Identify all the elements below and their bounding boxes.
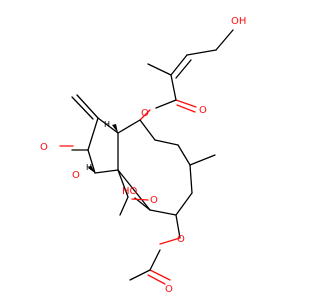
bond-r8 (154, 139, 179, 146)
bond-carbonyl-o-2 (176, 104, 196, 113)
bond-r11 (189, 164, 193, 194)
bond-c-carbonyl (170, 74, 177, 101)
bond-r13 (149, 209, 177, 216)
stereo-wedge-upper (112, 124, 118, 133)
bond-acetate1-o (131, 198, 149, 201)
bond-acetyl-co-double (147, 274, 166, 285)
bond-r4 (87, 149, 96, 174)
stereo-h-lower: H (86, 163, 92, 172)
bond-acetyl-c (149, 249, 161, 271)
bond-r2 (97, 117, 119, 134)
atom-label-ester-o: O (141, 108, 149, 119)
ring-system (59, 94, 216, 285)
bond-acetate1-methyl (119, 196, 129, 216)
bond-r12 (175, 192, 193, 216)
stereo-wedge-lower (88, 165, 95, 173)
bond-ch2-oh-mid (134, 197, 151, 211)
bond-ester-o-ring (139, 109, 151, 121)
bond-ch2-ch (186, 49, 217, 56)
bond-c-ester-o (155, 99, 177, 109)
atom-label-acetate1-o: O (150, 195, 158, 206)
bond-r14 (117, 169, 151, 211)
bond-acetyl-methyl (129, 269, 151, 281)
molecule-structure-diagram: OH O O O O HO O O O H H (40, 16, 246, 295)
atom-label-lactone-carbonyl-o: O (40, 142, 48, 153)
atom-label-ester-carbonyl-o: O (199, 105, 207, 116)
bond-r5 (94, 169, 119, 174)
bond-exo-2 (71, 96, 94, 120)
bond-r9 (177, 144, 191, 166)
bond-exo-1 (76, 94, 99, 119)
butenoate-side-chain (139, 29, 234, 121)
bond-oac-o (159, 237, 181, 245)
atom-label-ho-mid: HO (122, 186, 138, 197)
bond-acetate1 (117, 169, 129, 198)
bond-double-1 (170, 54, 188, 76)
atom-label-oh-top: OH (231, 16, 246, 27)
bond-carbonyl-o-1 (175, 99, 197, 108)
bond-r1 (117, 119, 141, 134)
bond-r7 (139, 119, 156, 141)
bond-double-2 (175, 59, 192, 79)
atom-label-lactone-ring-o: O (72, 170, 80, 181)
bond-r10 (189, 154, 216, 166)
bond-methyl (147, 63, 172, 76)
bond-acetyl-co (149, 269, 171, 281)
atom-label-acetate2-o: O (177, 234, 185, 245)
bond-c-oac (175, 214, 181, 239)
bond-r3 (87, 117, 99, 151)
atom-label-acetate2-carbonyl-o: O (165, 284, 173, 295)
stereo-h-upper: H (104, 120, 110, 129)
bond-ch2-oh (215, 29, 234, 51)
